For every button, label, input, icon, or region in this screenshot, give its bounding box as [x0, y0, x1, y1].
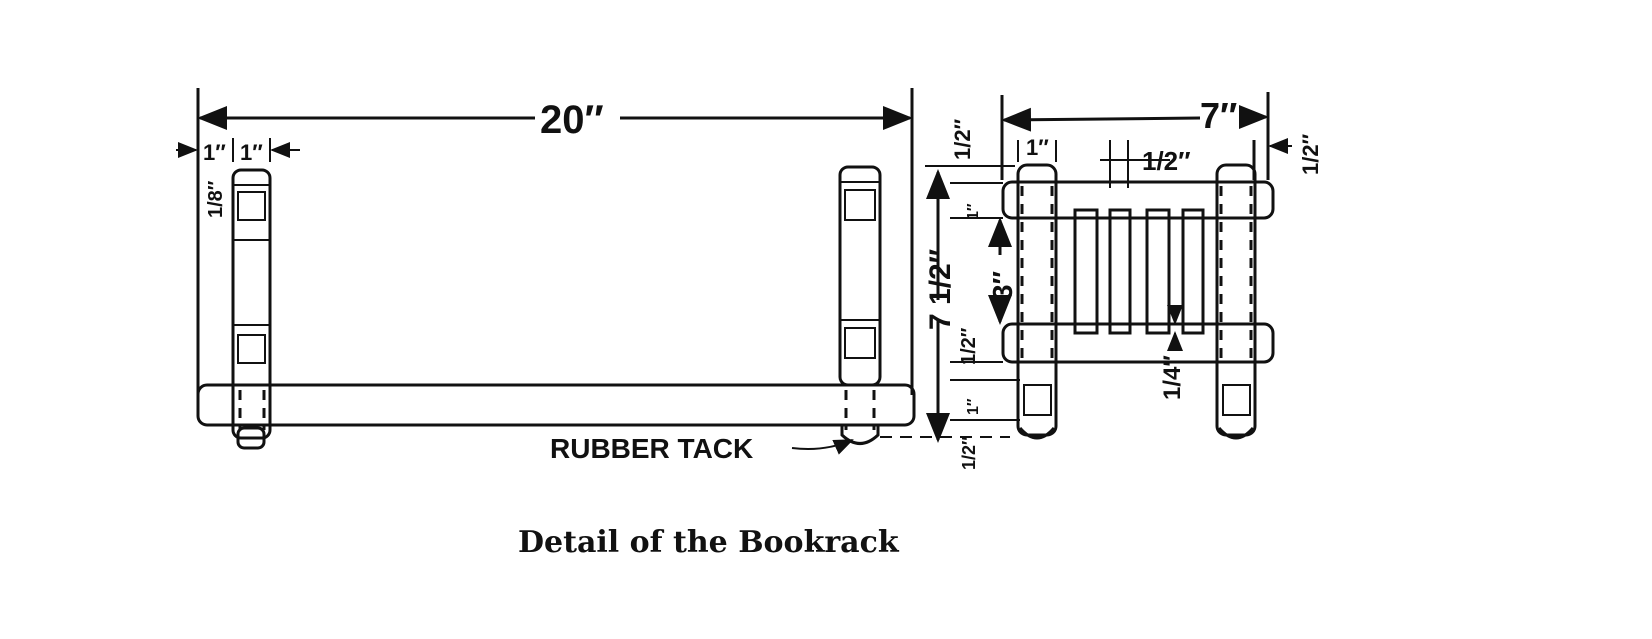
- overhang-left-label: 1/2″: [950, 118, 975, 160]
- overall-length-label: 20″: [540, 98, 604, 142]
- foot-height-label: 1″: [965, 398, 982, 415]
- post-offset-label: 1″: [203, 140, 226, 165]
- tack-height-label: 1/2″: [959, 436, 979, 470]
- rubber-tack-leader: [791, 439, 854, 455]
- rail-gap-label: 3″: [987, 271, 1018, 300]
- right-post: [838, 165, 882, 445]
- side-view: 20″ 1″ 1″ 1/8″: [176, 88, 1010, 464]
- post-width-label: 1″: [240, 140, 263, 165]
- bottom-rail: [1001, 322, 1275, 364]
- slats: [1073, 208, 1205, 335]
- rubber-tack-label: RUBBER TACK: [550, 433, 753, 464]
- slat-inset-label: 1/4″: [1159, 355, 1186, 400]
- end-post-right: [1215, 163, 1257, 440]
- top-rail-height-label: 1″: [965, 203, 982, 220]
- end-post-left: [1016, 163, 1058, 440]
- left-post: [231, 168, 272, 450]
- tenon-inset-label: 1/8″: [205, 180, 227, 218]
- top-rail: [1001, 180, 1275, 220]
- rail-extension-lines: [950, 182, 1020, 421]
- dimension-line-7: [1001, 107, 1201, 132]
- hidden-lines: [1020, 186, 1253, 360]
- overall-width-label: 7″: [1200, 95, 1237, 136]
- overall-height-label: 7 1/2″: [924, 249, 957, 330]
- slat-width-label: 1/2″: [1142, 146, 1191, 176]
- overhang-right-label: 1/2″: [1298, 133, 1323, 175]
- end-view: 7″ 1/2″ 1/2″ 1″ 1/2″ 7 1/2″ 3″ 1″ 1/2″ 1…: [924, 92, 1323, 470]
- end-post-width-label: 1″: [1026, 135, 1049, 160]
- bottom-rail-height-label: 1/2″: [958, 327, 980, 365]
- caption: Detail of the Bookrack: [518, 525, 900, 560]
- base-rail: [196, 383, 916, 427]
